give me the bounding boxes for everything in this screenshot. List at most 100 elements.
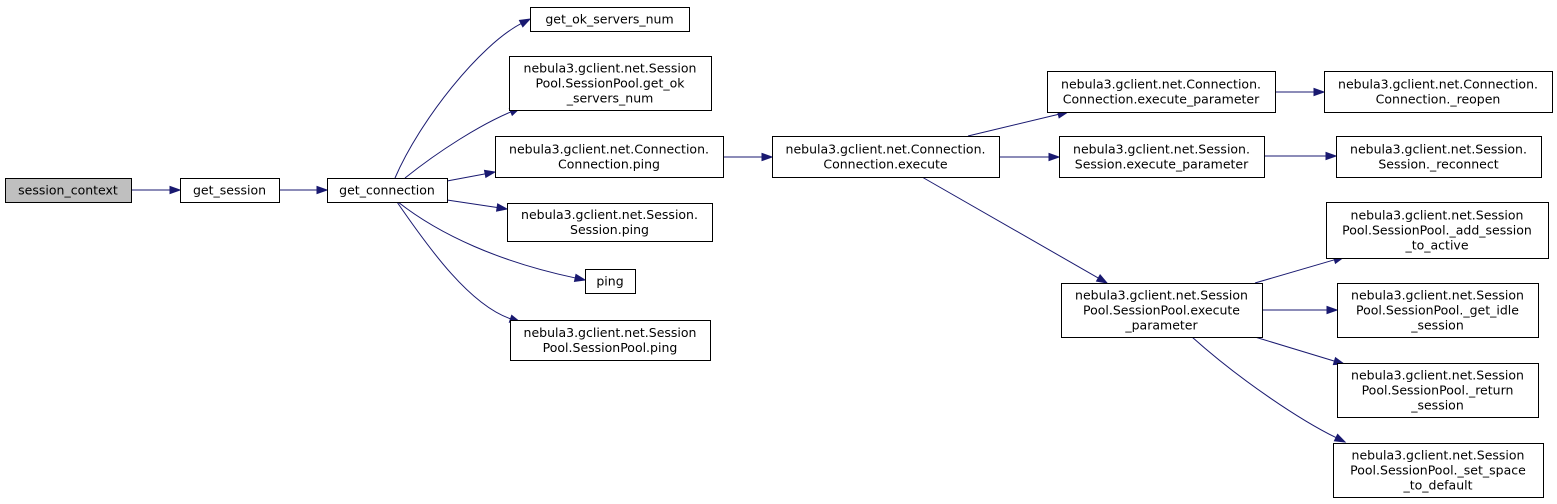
edge-line xyxy=(396,201,511,320)
node-box xyxy=(1337,363,1539,418)
node-box xyxy=(1326,202,1549,259)
node-sp-get-idle-session[interactable]: nebula3.gclient.net.SessionPool.SessionP… xyxy=(1337,283,1539,338)
node-conn-execute[interactable]: nebula3.gclient.net.Connection.Connectio… xyxy=(772,136,1000,178)
edge-sp_execute_parameter-to-sp_get_idle_session xyxy=(1262,305,1339,315)
edge-line xyxy=(1191,336,1337,439)
node-label-line: nebula3.gclient.net.Session xyxy=(524,61,697,76)
node-sp-return-session[interactable]: nebula3.gclient.net.SessionPool.SessionP… xyxy=(1337,363,1539,418)
edge-line xyxy=(397,201,576,279)
edge-sp_execute_parameter-to-sp_add_session_to_active xyxy=(1254,255,1346,284)
arrowhead-icon xyxy=(483,169,497,179)
node-box xyxy=(1047,71,1276,113)
node-session-execute-parameter[interactable]: nebula3.gclient.net.Session.Session.exec… xyxy=(1059,136,1265,178)
node-sp-get-ok-servers-num[interactable]: nebula3.gclient.net.SessionPool.SessionP… xyxy=(509,56,712,111)
node-label-line: nebula3.gclient.net.Session. xyxy=(1073,142,1250,157)
node-label-line: Session.execute_parameter xyxy=(1075,157,1249,172)
edge-get_connection-to-ping xyxy=(397,201,587,283)
edge-get_session-to-get_connection xyxy=(279,185,329,195)
node-label-line: nebula3.gclient.net.Session xyxy=(1351,288,1524,303)
node-label-line: nebula3.gclient.net.Session xyxy=(1352,448,1525,463)
arrowhead-icon xyxy=(316,185,329,195)
node-box xyxy=(1059,136,1265,178)
node-box xyxy=(530,7,690,32)
node-label-line: Pool.SessionPool._set_space xyxy=(1350,463,1526,478)
node-label-line: get_ok_servers_num xyxy=(545,12,673,27)
arrowhead-icon xyxy=(1326,305,1339,315)
edge-session_context-to-get_session xyxy=(131,185,182,195)
arrowhead-icon xyxy=(169,185,182,195)
node-get-ok-servers-num[interactable]: get_ok_servers_num xyxy=(530,7,690,32)
node-label-line: Connection.ping xyxy=(558,157,660,172)
edge-line xyxy=(446,199,498,209)
node-sp-execute-parameter[interactable]: nebula3.gclient.net.SessionPool.SessionP… xyxy=(1061,283,1263,338)
edge-session_execute_parameter-to-session_reconnect xyxy=(1264,151,1338,161)
node-label-line: Pool.SessionPool.execute xyxy=(1083,303,1240,318)
node-sp-set-space-to-default[interactable]: nebula3.gclient.net.SessionPool.SessionP… xyxy=(1333,443,1544,498)
node-label-line: nebula3.gclient.net.Session xyxy=(1351,368,1524,383)
node-conn-ping[interactable]: nebula3.gclient.net.Connection.Connectio… xyxy=(495,136,724,178)
node-label-line: Pool.SessionPool._add_session xyxy=(1342,223,1532,238)
node-box xyxy=(1337,283,1539,338)
node-sp-add-session-to-active[interactable]: nebula3.gclient.net.SessionPool.SessionP… xyxy=(1326,202,1549,259)
edge-conn_execute-to-conn_execute_parameter xyxy=(967,110,1070,137)
edge-get_connection-to-get_ok_servers_num xyxy=(394,18,532,179)
edge-get_connection-to-session_ping xyxy=(446,199,509,212)
node-label-line: _to_default xyxy=(1402,478,1472,493)
edge-conn_execute_parameter-to-conn_reopen xyxy=(1275,87,1326,97)
node-get-connection[interactable]: get_connection xyxy=(327,178,448,203)
node-box xyxy=(772,136,1000,178)
edge-line xyxy=(921,176,1099,279)
edge-line xyxy=(1254,336,1335,362)
node-box xyxy=(1324,71,1553,113)
node-label-line: Pool.SessionPool.ping xyxy=(543,340,678,355)
node-session-reconnect[interactable]: nebula3.gclient.net.Session.Session._rec… xyxy=(1336,136,1542,178)
edge-sp_execute_parameter-to-sp_set_space_to_default xyxy=(1191,336,1347,443)
arrowhead-icon xyxy=(1333,433,1347,443)
node-box xyxy=(510,320,711,361)
node-label-line: get_connection xyxy=(339,183,435,198)
node-label-line: Pool.SessionPool._return xyxy=(1362,383,1514,398)
node-label-line: nebula3.gclient.net.Session. xyxy=(1350,142,1527,157)
arrowhead-icon xyxy=(518,18,532,28)
node-label-line: Connection.execute xyxy=(823,157,948,172)
node-box xyxy=(509,56,712,111)
edge-get_connection-to-conn_ping xyxy=(446,169,497,182)
node-box xyxy=(1336,136,1542,178)
edge-line xyxy=(394,23,522,179)
node-box xyxy=(495,136,724,178)
node-label-line: _to_active xyxy=(1404,238,1468,253)
node-label-line: session_context xyxy=(18,183,118,198)
node-label-line: _parameter xyxy=(1124,318,1198,333)
node-session-context: session_context xyxy=(5,178,132,203)
arrowhead-icon xyxy=(495,203,509,212)
node-label-line: _session xyxy=(1410,398,1464,413)
node-label-line: Connection.execute_parameter xyxy=(1063,92,1260,107)
edge-line xyxy=(446,173,486,182)
node-box xyxy=(1333,443,1544,498)
edge-line xyxy=(1254,259,1335,284)
node-conn-reopen[interactable]: nebula3.gclient.net.Connection.Connectio… xyxy=(1324,71,1553,113)
arrowhead-icon xyxy=(1048,152,1061,162)
node-box xyxy=(507,203,713,242)
nodes-layer: session_context get_session get_connection… xyxy=(5,7,1553,498)
node-label-line: get_session xyxy=(193,183,266,198)
arrowhead-icon xyxy=(1095,274,1109,284)
node-session-ping[interactable]: nebula3.gclient.net.Session.Session.ping xyxy=(507,203,713,242)
node-get-session[interactable]: get_session xyxy=(180,178,280,203)
node-box xyxy=(585,269,636,294)
edge-conn_execute-to-session_execute_parameter xyxy=(999,152,1061,162)
arrowhead-icon xyxy=(1313,87,1326,97)
node-label-line: nebula3.gclient.net.Connection. xyxy=(786,142,986,157)
node-sp-ping[interactable]: nebula3.gclient.net.SessionPool.SessionP… xyxy=(510,320,711,361)
node-box xyxy=(1061,283,1263,338)
edge-line xyxy=(967,113,1059,137)
node-box xyxy=(5,178,132,203)
node-label-line: Pool.SessionPool._get_idle xyxy=(1356,303,1519,318)
node-ping[interactable]: ping xyxy=(585,269,636,294)
arrowhead-icon xyxy=(573,273,587,283)
node-label-line: Connection._reopen xyxy=(1376,92,1501,107)
node-label-line: Pool.SessionPool.get_ok xyxy=(535,76,685,91)
node-conn-execute-parameter[interactable]: nebula3.gclient.net.Connection.Connectio… xyxy=(1047,71,1276,113)
arrowhead-icon xyxy=(1325,151,1338,161)
